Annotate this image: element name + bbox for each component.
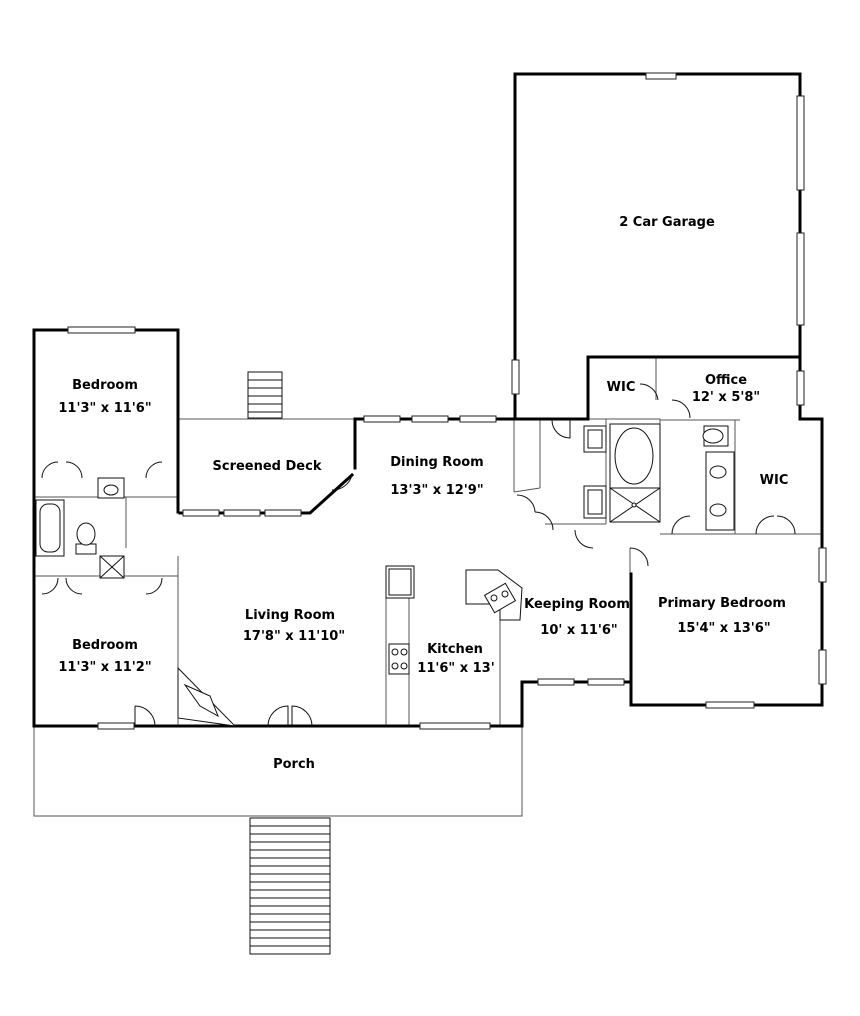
range-icon xyxy=(388,643,410,675)
bedroom-lower-size: 11'3" x 11'2" xyxy=(58,660,151,675)
window xyxy=(97,722,135,730)
window xyxy=(411,415,449,423)
toilet-icon xyxy=(702,425,729,447)
window xyxy=(223,509,261,517)
shower-icon xyxy=(609,487,661,523)
windows xyxy=(67,72,827,730)
dining-room-size: 13'3" x 12'9" xyxy=(390,483,483,498)
refrigerator-icon xyxy=(385,565,415,599)
keeping-room-size: 10' x 11'6" xyxy=(540,623,617,638)
window xyxy=(67,326,136,334)
window xyxy=(537,678,575,686)
living-room-size: 17'8" x 11'10" xyxy=(243,629,345,644)
toilet-icon xyxy=(75,522,97,555)
window xyxy=(645,72,677,80)
window xyxy=(587,678,625,686)
wic-primary-name: WIC xyxy=(760,473,789,488)
deck-stairs xyxy=(247,371,283,419)
porch-stairs xyxy=(249,817,331,955)
bedroom-upper-size: 11'3" x 11'6" xyxy=(58,401,151,416)
window xyxy=(511,359,520,395)
soaking-tub-icon xyxy=(609,423,661,489)
screened-deck-name: Screened Deck xyxy=(213,459,322,474)
kitchen-size: 11'6" x 13' xyxy=(417,661,494,676)
window xyxy=(796,95,805,191)
window xyxy=(818,547,827,583)
living-room-name: Living Room xyxy=(245,608,335,623)
porch-name: Porch xyxy=(273,757,315,772)
sink-icon xyxy=(97,477,125,499)
office-size: 12' x 5'8" xyxy=(692,390,760,405)
window xyxy=(363,415,401,423)
kitchen-name: Kitchen xyxy=(427,642,483,657)
wic-office-name: WIC xyxy=(607,380,636,395)
bedroom-upper-name: Bedroom xyxy=(72,378,138,393)
dryer-icon xyxy=(583,485,607,519)
window xyxy=(459,415,497,423)
double-vanity-icon xyxy=(705,451,735,531)
window xyxy=(705,701,755,709)
window xyxy=(182,509,220,517)
primary-bedroom-name: Primary Bedroom xyxy=(658,596,786,611)
doors xyxy=(41,383,796,727)
bedroom-lower-name: Bedroom xyxy=(72,638,138,653)
window xyxy=(419,722,491,730)
window xyxy=(796,370,805,406)
dining-room-name: Dining Room xyxy=(390,455,483,470)
keeping-room-name: Keeping Room xyxy=(524,597,630,612)
office-name: Office xyxy=(705,373,747,388)
linen-closet-icon xyxy=(99,555,125,579)
primary-bedroom-size: 15'4" x 13'6" xyxy=(677,621,770,636)
window xyxy=(264,509,302,517)
garage-name: 2 Car Garage xyxy=(619,215,715,230)
room-labels: 2 Car Garage WIC Office 12' x 5'8" Bedro… xyxy=(58,215,788,772)
bathtub-icon xyxy=(35,499,65,557)
kitchen-island-icon xyxy=(465,569,523,621)
washer-icon xyxy=(583,425,607,453)
window xyxy=(818,649,827,685)
fireplace-icon xyxy=(177,666,237,727)
fixtures xyxy=(35,423,735,727)
window xyxy=(796,232,805,326)
